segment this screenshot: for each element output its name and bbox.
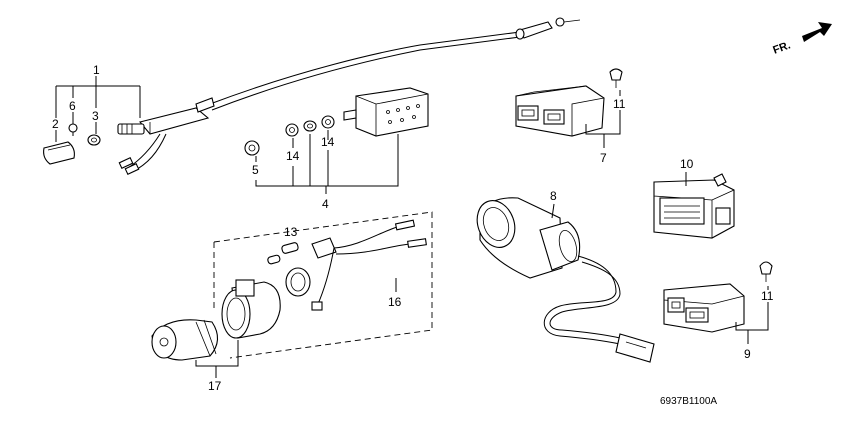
leaders-group-9	[735, 286, 769, 344]
part-10-switch	[653, 173, 735, 239]
part-1-assembly	[117, 97, 215, 175]
callout-10: 10	[680, 157, 694, 171]
callout-17: 17	[208, 379, 222, 393]
callout-6: 6	[69, 99, 76, 113]
callout-13: 13	[284, 225, 298, 239]
part-2-knob	[43, 141, 75, 165]
part-17-lighter	[151, 279, 281, 361]
part-11-clip-a	[609, 68, 623, 88]
callout-7: 7	[600, 151, 607, 165]
front-direction-indicator: FR.	[771, 22, 832, 57]
callout-5: 5	[252, 163, 259, 177]
callout-8: 8	[550, 189, 557, 203]
part-3-nut	[87, 134, 101, 146]
callout-14-right: 14	[321, 135, 335, 149]
callout-9: 9	[744, 347, 751, 361]
part-code-label: 6937B1100A	[660, 396, 717, 407]
part-4-switch-block	[343, 87, 429, 137]
callout-2: 2	[52, 117, 59, 131]
front-label: FR.	[771, 39, 792, 56]
part-5-nut	[244, 140, 260, 156]
parts-16-17-boundary	[213, 211, 433, 359]
part-14-washer-a	[285, 123, 299, 137]
part-11-clip-b	[759, 261, 773, 282]
part-14-washer-mid	[303, 120, 317, 132]
leaders-group-4	[255, 130, 399, 194]
control-cable	[209, 17, 581, 111]
callout-4: 4	[322, 197, 329, 211]
callout-labels: 1 2 3 4 5 6 7 8 9 10 11 11 13 14 14 16 1…	[52, 63, 774, 407]
part-16-harness	[285, 219, 427, 311]
part-13-bulb	[267, 242, 299, 265]
callout-11-lower: 11	[761, 289, 774, 303]
leaders-group-7	[585, 90, 621, 148]
front-arrow-icon	[802, 22, 832, 42]
part-9-switch	[663, 283, 745, 333]
part-8-socket-harness	[476, 197, 655, 363]
callout-14-left: 14	[286, 149, 300, 163]
leaders-group-1	[55, 76, 141, 142]
part-7-switch	[515, 85, 605, 137]
leaders-group-17	[195, 340, 239, 378]
callout-11-upper: 11	[613, 97, 626, 111]
callout-1: 1	[93, 63, 100, 77]
callout-16: 16	[388, 295, 402, 309]
leaders-group-8	[551, 203, 555, 219]
part-14-washer-b	[321, 115, 335, 129]
callout-3: 3	[92, 109, 99, 123]
part-6-screw	[68, 123, 78, 136]
